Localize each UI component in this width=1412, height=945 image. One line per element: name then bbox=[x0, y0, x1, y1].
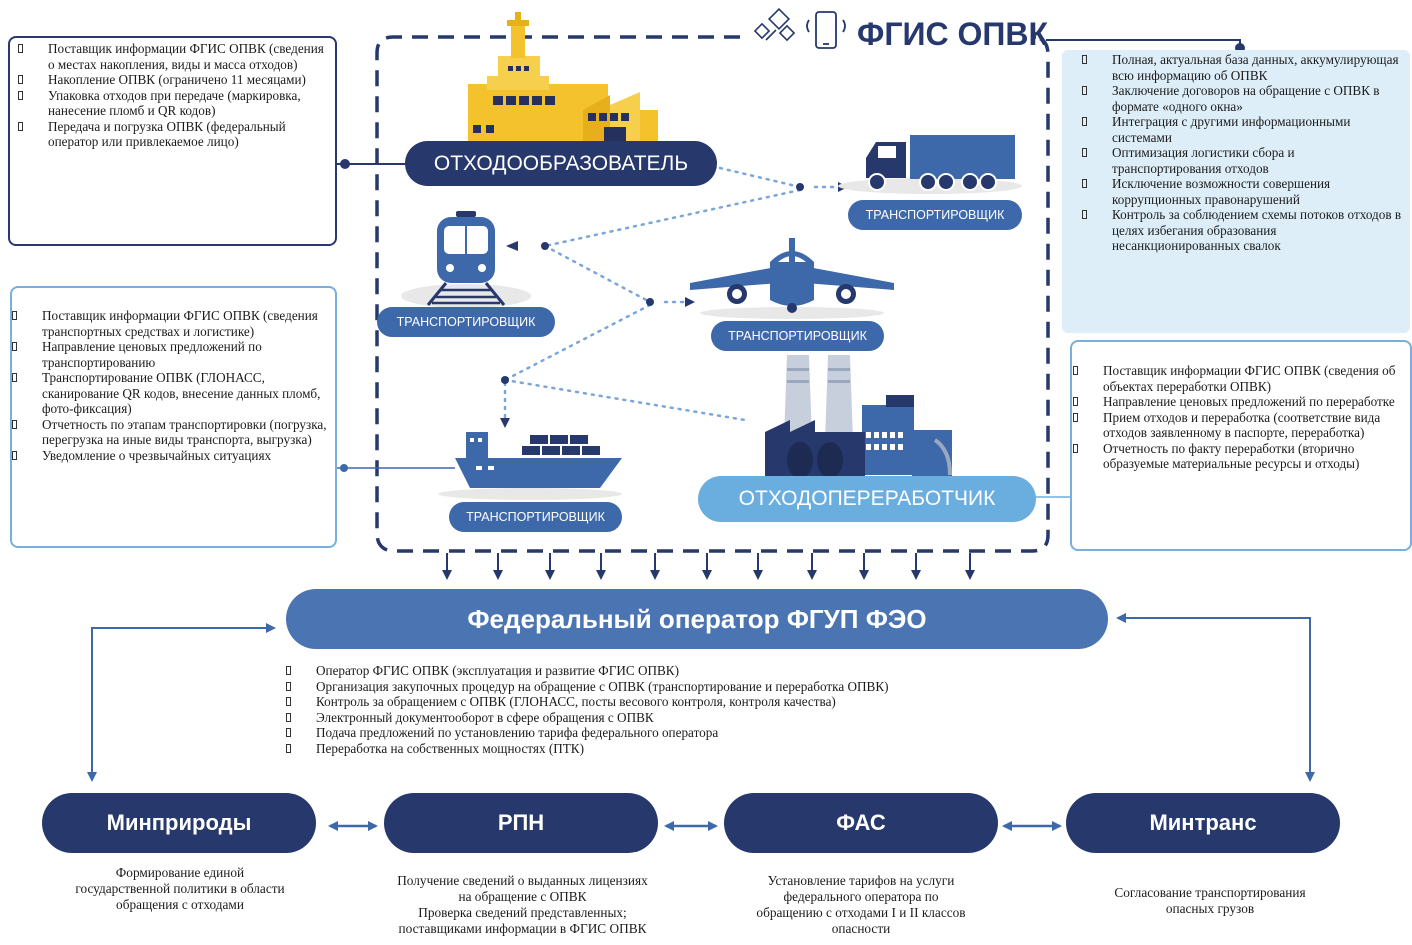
ship-icon bbox=[438, 432, 622, 500]
processor-bullet: Прием отходов и переработка (соответстви… bbox=[1073, 410, 1406, 441]
fgis-bullet: Контроль за соблюдением схемы потоков от… bbox=[1082, 207, 1402, 254]
operator-bullets: Оператор ФГИС ОПВК (эксплуатация и разви… bbox=[286, 663, 1046, 756]
truck-icon bbox=[838, 135, 1022, 194]
operator-bullets-block: Оператор ФГИС ОПВК (эксплуатация и разви… bbox=[286, 663, 1046, 756]
generator-bullets: Поставщик информации ФГИС ОПВК (сведения… bbox=[18, 41, 329, 150]
operator-bullet: Электронный документооборот в сфере обра… bbox=[286, 710, 1046, 726]
factory-icon bbox=[468, 12, 658, 142]
transporter-bullets: Поставщик информации ФГИС ОПВК (сведения… bbox=[12, 308, 329, 463]
operator-bullet: Оператор ФГИС ОПВК (эксплуатация и разви… bbox=[286, 663, 1046, 679]
operator-label: Федеральный оператор ФГУП ФЭО bbox=[286, 589, 1108, 649]
generator-bullet: Передача и погрузка ОПВК (федеральный оп… bbox=[18, 119, 329, 150]
transporter-label-plane: ТРАНСПОРТИРОВЩИК bbox=[711, 321, 884, 351]
fgis-bullet: Интеграция с другими информационными сис… bbox=[1082, 114, 1402, 145]
generator-bullet: Поставщик информации ФГИС ОПВК (сведения… bbox=[18, 41, 329, 72]
phone-icon bbox=[806, 11, 846, 49]
transporter-info-box: Поставщик информации ФГИС ОПВК (сведения… bbox=[10, 286, 337, 548]
train-icon bbox=[401, 211, 531, 308]
plane-icon bbox=[690, 238, 894, 319]
generator-label: ОТХОДООБРАЗОВАТЕЛЬ bbox=[405, 141, 717, 186]
transporter-label-ship: ТРАНСПОРТИРОВЩИК bbox=[449, 502, 622, 532]
agency-desc-minprirody: Формирование единой государственной поли… bbox=[75, 865, 285, 912]
processing-plant-icon bbox=[765, 355, 952, 480]
satellite-icon bbox=[753, 7, 796, 42]
agency-fas: ФАС bbox=[724, 793, 998, 853]
transporter-bullet: Направление ценовых предложений по транс… bbox=[12, 339, 329, 370]
operator-bullet: Переработка на собственных мощностях (ПТ… bbox=[286, 741, 1046, 757]
fgis-connector bbox=[1046, 39, 1241, 48]
fgis-bullets: Полная, актуальная база данных, аккумули… bbox=[1082, 52, 1402, 254]
fgis-dashed-frame bbox=[375, 35, 1050, 553]
operator-bullet: Контроль за обращением с ОПВК (ГЛОНАСС, … bbox=[286, 694, 1046, 710]
fgis-bullet: Заключение договоров на обращение с ОПВК… bbox=[1082, 83, 1402, 114]
generator-bullet: Упаковка отходов при передаче (маркировк… bbox=[18, 88, 329, 119]
processor-info-box: Поставщик информации ФГИС ОПВК (сведения… bbox=[1070, 340, 1412, 551]
agency-desc-fas: Установление тарифов на услуги федеральн… bbox=[756, 873, 966, 936]
agency-rpn: РПН bbox=[384, 793, 658, 853]
fgis-title: ФГИС ОПВК bbox=[857, 16, 1048, 52]
agency-desc-rpn: Получение сведений о выданных лицензиях … bbox=[397, 873, 648, 936]
processor-bullet: Направление ценовых предложений по перер… bbox=[1073, 394, 1406, 410]
agency-desc-mintrans: Согласование транспортирования опасных г… bbox=[1114, 885, 1306, 916]
operator-bullet: Подача предложений по установлению тариф… bbox=[286, 725, 1046, 741]
fgis-bullet: Исключение возможности совершения корруп… bbox=[1082, 176, 1402, 207]
transporter-bullet: Поставщик информации ФГИС ОПВК (сведения… bbox=[12, 308, 329, 339]
generator-info-box: Поставщик информации ФГИС ОПВК (сведения… bbox=[8, 36, 337, 246]
processor-bullet: Отчетность по факту переработки (вторичн… bbox=[1073, 441, 1406, 472]
fgis-bullet: Оптимизация логистики сбора и транспорти… bbox=[1082, 145, 1402, 176]
agency-mintrans: Минтранс bbox=[1066, 793, 1340, 853]
fgis-info-box: Полная, актуальная база данных, аккумули… bbox=[1062, 50, 1410, 333]
processor-bullet: Поставщик информации ФГИС ОПВК (сведения… bbox=[1073, 363, 1406, 394]
transporter-bullet: Транспортирование ОПВК (ГЛОНАСС, сканиро… bbox=[12, 370, 329, 417]
fgis-bullet: Полная, актуальная база данных, аккумули… bbox=[1082, 52, 1402, 83]
processor-label: ОТХОДОПЕРЕРАБОТЧИК bbox=[698, 476, 1036, 522]
transporter-label-truck: ТРАНСПОРТИРОВЩИК bbox=[848, 200, 1022, 230]
transporter-bullet: Уведомление о чрезвычайных ситуациях bbox=[12, 448, 329, 464]
agency-minprirody: Минприроды bbox=[42, 793, 316, 853]
operator-bullet: Организация закупочных процедур на обращ… bbox=[286, 679, 1046, 695]
transporter-label-train: ТРАНСПОРТИРОВЩИК bbox=[377, 307, 555, 337]
generator-bullet: Накопление ОПВК (ограничено 11 месяцами) bbox=[18, 72, 329, 88]
transporter-bullet: Отчетность по этапам транспортировки (по… bbox=[12, 417, 329, 448]
processor-bullets: Поставщик информации ФГИС ОПВК (сведения… bbox=[1073, 363, 1406, 472]
